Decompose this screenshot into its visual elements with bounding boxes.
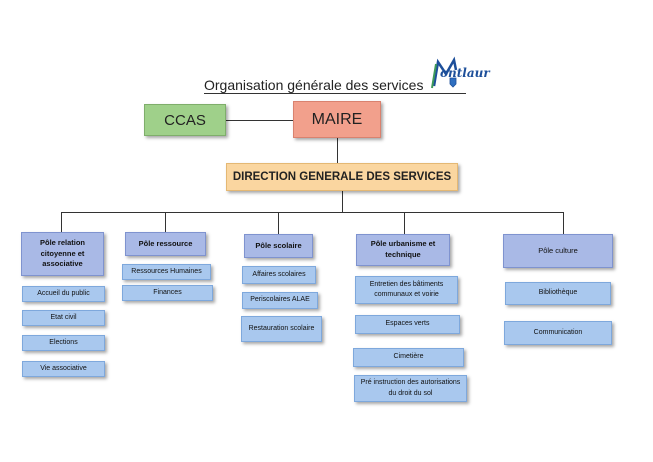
pole-ressource: Pôle ressource [125,232,206,256]
pole-culture: Pôle culture [503,234,613,268]
item-affaires-scolaires: Affaires scolaires [242,266,316,284]
connector-pole-1 [61,212,62,232]
logo-text: ontlaur [440,66,490,80]
item-vie-associative: Vie associative [22,361,105,377]
item-pre-instruction-autorisations: Pré instruction des autorisations du dro… [354,375,467,402]
item-elections: Elections [22,335,105,351]
connector-dgs-bus [342,191,343,212]
item-periscolaires-alae: Periscolaires ALAE [242,292,318,309]
item-ressources-humaines: Ressources Humaines [122,264,211,280]
pole-urbanisme-technique: Pôle urbanisme et technique [356,234,450,266]
dgs-box: DIRECTION GENERALE DES SERVICES [226,163,458,191]
connector-pole-5 [563,212,564,234]
item-entretien-batiments: Entretien des bâtiments communaux et voi… [355,276,458,304]
item-communication: Communication [504,321,612,345]
connector-bus [61,212,563,213]
pole-relation-citoyenne: Pôle relation citoyenne et associative [21,232,104,276]
montlaur-logo-icon: ontlaur [426,56,490,92]
connector-pole-4 [404,212,405,234]
pole-scolaire: Pôle scolaire [244,234,313,258]
ccas-box: CCAS [144,104,226,136]
page-title: Organisation générale des services [204,76,466,94]
item-restauration-scolaire: Restauration scolaire [241,316,322,342]
connector-maire-dgs [337,138,338,163]
item-accueil-public: Accueil du public [22,286,105,302]
connector-pole-3 [278,212,279,234]
connector-ccas-maire [226,120,293,121]
item-etat-civil: Etat civil [22,310,105,326]
connector-pole-2 [165,212,166,232]
item-finances: Finances [122,285,213,301]
maire-box: MAIRE [293,101,381,138]
item-cimetiere: Cimetière [353,348,464,367]
item-bibliotheque: Bibliothèque [505,282,611,305]
item-espaces-verts: Espaces verts [355,315,460,334]
